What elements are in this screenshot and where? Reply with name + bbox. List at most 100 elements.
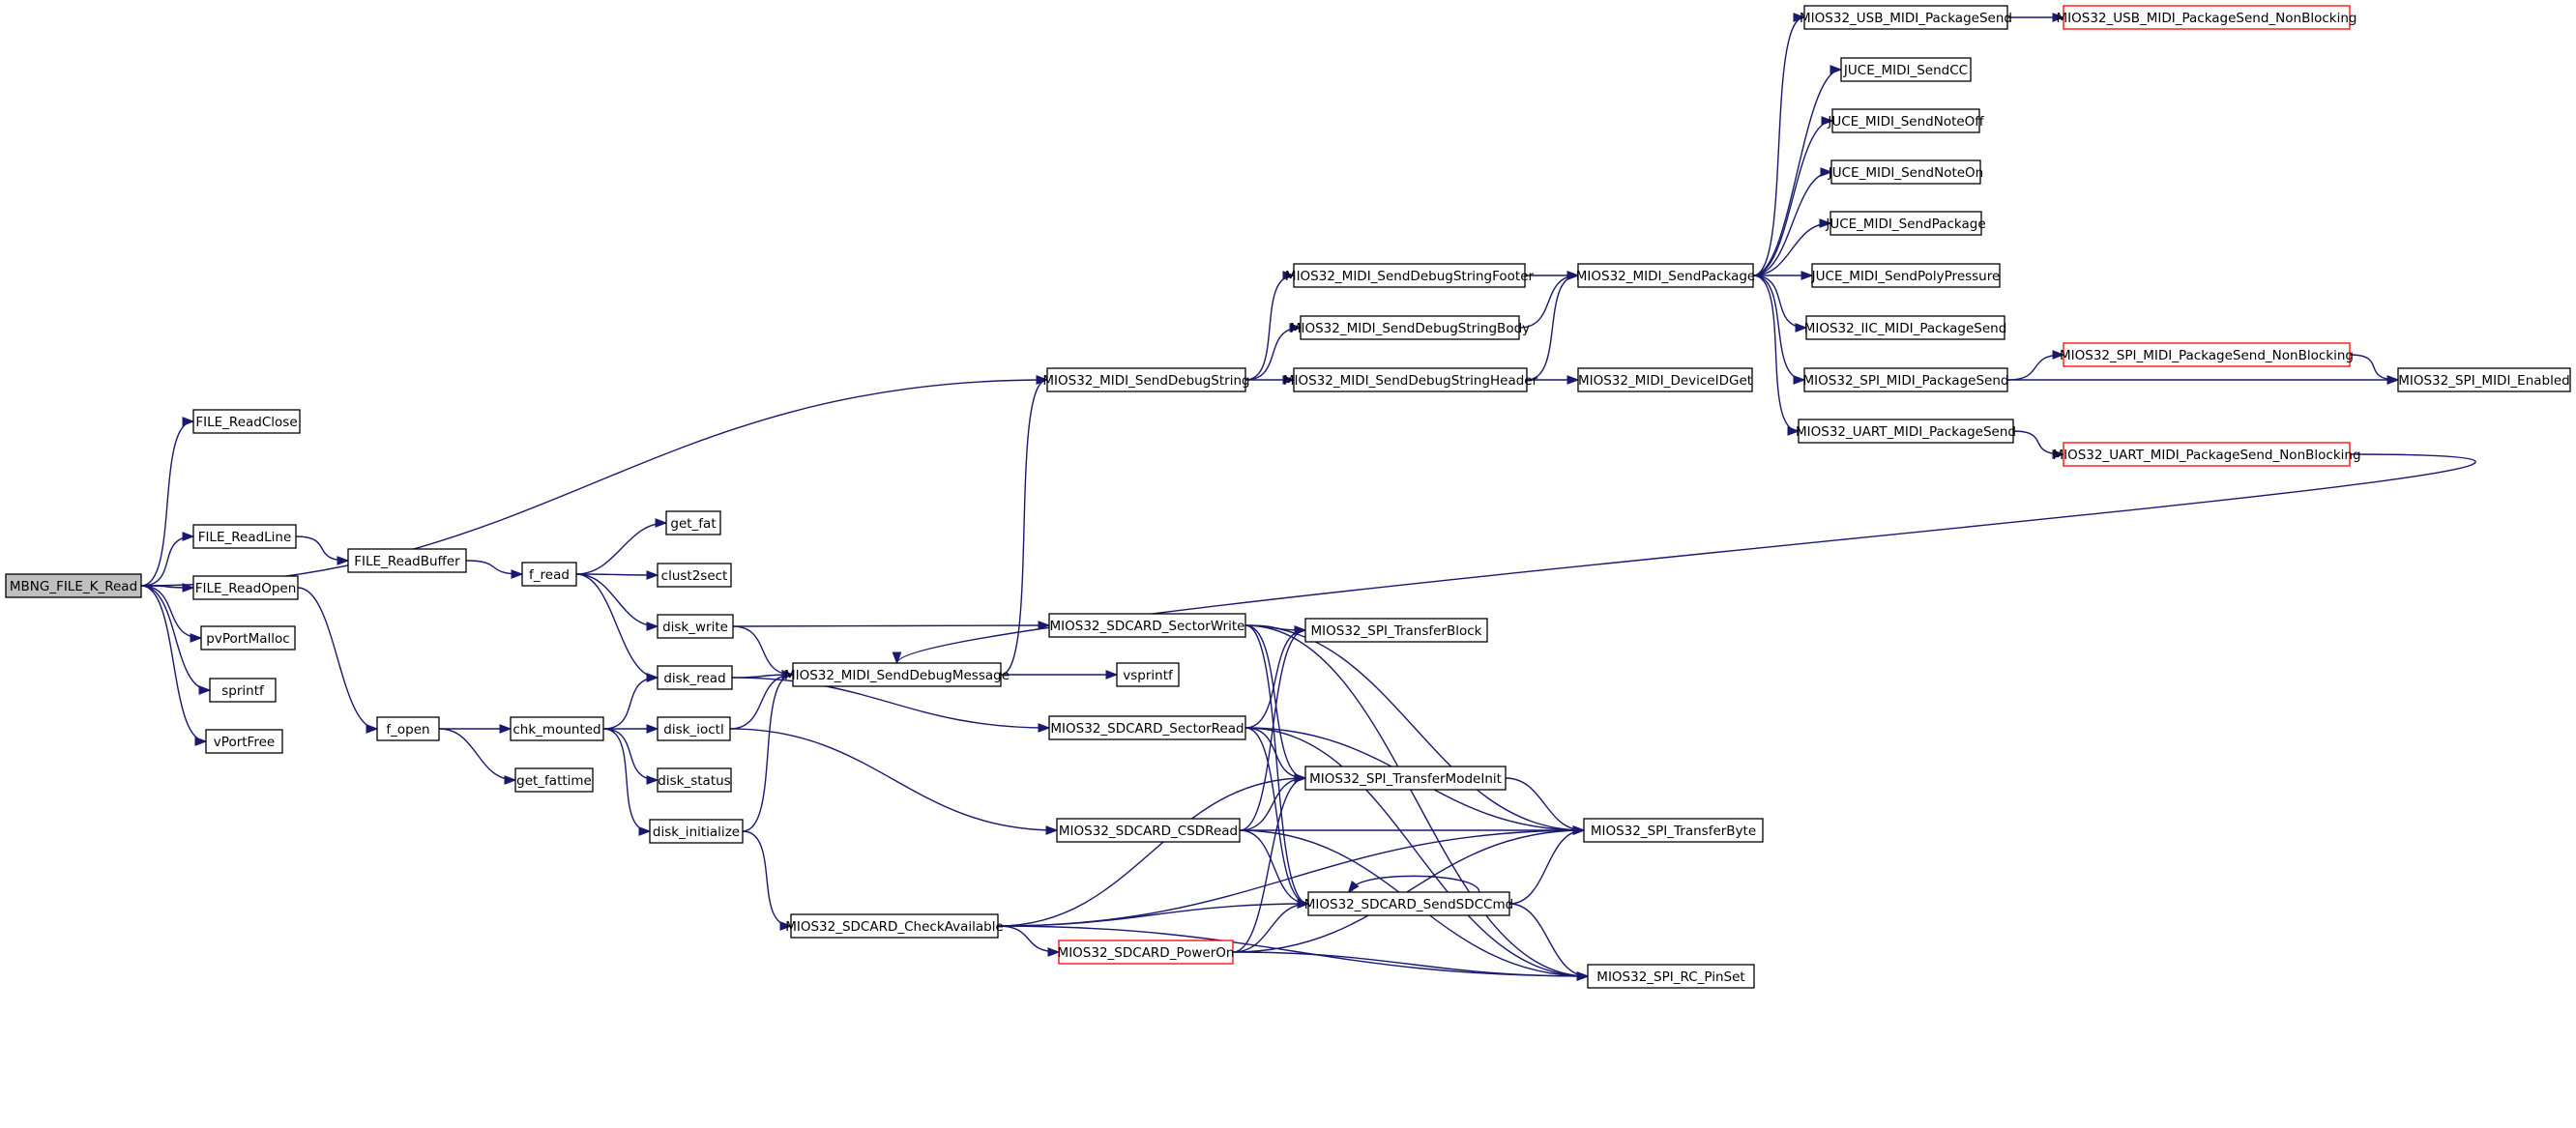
node-box [1048,613,1246,638]
node-readline[interactable]: FILE_ReadLine [192,524,297,549]
node-box [1058,940,1234,965]
node-header[interactable]: MIOS32_MIDI_SendDebugStringHeader [1283,367,1538,392]
node-box [657,716,731,741]
edge-diskwrite-to-sectorwrite [732,621,1051,630]
node-box [657,665,733,690]
node-label: MIOS32_SDCARD_CSDRead [1059,824,1238,839]
edge-chkmounted-to-diskstatus [602,728,659,785]
node-box [376,716,440,741]
node-fread[interactable]: f_read [521,562,577,587]
edge-spisend-to-spienabled [2007,375,2400,385]
node-label: JUCE_MIDI_SendPolyPressure [1811,269,2001,284]
node-label: f_open [386,722,429,738]
node-readclose[interactable]: FILE_ReadClose [192,409,301,434]
edge-header-to-sendpackage [1526,271,1580,381]
node-xfermode[interactable]: MIOS32_SPI_TransferModeInit [1304,766,1507,791]
node-diskstatus[interactable]: disk_status [657,767,732,793]
node-label: disk_initialize [653,824,740,840]
node-sectorread[interactable]: MIOS32_SDCARD_SectorRead [1048,715,1246,740]
node-clust2sect[interactable]: clust2sect [657,563,732,588]
node-poweron[interactable]: MIOS32_SDCARD_PowerOn [1058,940,1235,965]
node-iicsend[interactable]: MIOS32_IIC_MIDI_PackageSend [1804,315,2007,340]
node-diskioctl[interactable]: disk_ioctl [657,716,731,741]
node-jucecc[interactable]: JUCE_MIDI_SendCC [1840,57,1972,82]
node-box [192,524,297,549]
node-uartsendnb[interactable]: MIOS32_UART_MIDI_PackageSend_NonBlocking [2052,442,2361,467]
node-checkavail[interactable]: MIOS32_SDCARD_CheckAvailable [785,913,1004,939]
node-box [2397,367,2571,392]
node-jucepoly[interactable]: JUCE_MIDI_SendPolyPressure [1811,263,2001,288]
node-sendsdcmd[interactable]: MIOS32_SDCARD_SendSDCCmd [1304,891,1513,916]
node-xferbyte[interactable]: MIOS32_SPI_TransferByte [1583,818,1764,843]
edge-root-to-readopen [140,583,195,593]
node-box [1577,367,1753,392]
node-label: disk_ioctl [663,722,723,738]
node-spisend[interactable]: MIOS32_SPI_MIDI_PackageSend [1803,367,2009,392]
edge-root-to-vportfree [140,585,208,746]
node-label: MIOS32_SDCARD_CheckAvailable [785,919,1004,935]
edge-csdread-to-xferbyte [1240,825,1586,835]
node-jucepkg[interactable]: JUCE_MIDI_SendPackage [1825,211,1986,236]
node-label: disk_read [663,671,725,686]
node-spienabled[interactable]: MIOS32_SPI_MIDI_Enabled [2397,367,2571,392]
node-pvport[interactable]: pvPortMalloc [200,625,296,651]
edge-diskinit-to-senddebugmsg [742,670,795,832]
node-root[interactable]: MBNG_FILE_K_Read [5,573,142,598]
node-uartsend[interactable]: MIOS32_UART_MIDI_PackageSend [1796,419,2016,444]
node-label: FILE_ReadLine [198,530,292,545]
node-getfat[interactable]: get_fat [665,510,721,535]
node-box [1831,108,1980,133]
edge-readopen-to-fopen [297,587,379,734]
node-label: MIOS32_MIDI_SendDebugStringFooter [1285,269,1535,284]
node-csdread[interactable]: MIOS32_SDCARD_CSDRead [1056,818,1241,843]
node-fopen[interactable]: f_open [376,716,440,741]
node-diskread[interactable]: disk_read [657,665,733,690]
node-juceon[interactable]: JUCE_MIDI_SendNoteOn [1828,159,1983,185]
node-xferblock[interactable]: MIOS32_SPI_TransferBlock [1304,618,1488,643]
node-box [1293,367,1528,392]
edge-root-to-readline [140,532,195,587]
node-label: MIOS32_USB_MIDI_PackageSend_NonBlocking [2057,11,2357,26]
node-body[interactable]: MIOS32_MIDI_SendDebugStringBody [1290,315,1530,340]
node-box [1577,263,1754,288]
node-sendpackage[interactable]: MIOS32_MIDI_SendPackage [1576,263,1755,288]
node-label: disk_write [662,620,728,635]
node-chkmounted[interactable]: chk_mounted [510,716,604,741]
node-label: MIOS32_SDCARD_SectorWrite [1050,619,1245,634]
node-usbsend[interactable]: MIOS32_USB_MIDI_PackageSend [1800,5,2012,30]
node-label: JUCE_MIDI_SendPackage [1825,217,1985,232]
node-label: MIOS32_MIDI_DeviceIDGet [1578,373,1752,389]
node-box [5,573,142,598]
node-label: FILE_ReadBuffer [354,554,460,569]
node-diskinit[interactable]: disk_initialize [649,819,744,844]
node-diskwrite[interactable]: disk_write [657,614,734,639]
edge-sendpackage-to-jucepoly [1753,271,1814,280]
node-sectorwrite[interactable]: MIOS32_SDCARD_SectorWrite [1048,613,1246,638]
edge-sectorread-to-rcpinset [1244,727,1590,981]
node-label: MIOS32_SPI_MIDI_Enabled [2398,373,2570,389]
node-sprintf[interactable]: sprintf [209,678,277,703]
node-usbsendnb[interactable]: MIOS32_USB_MIDI_PackageSend_NonBlocking [2057,5,2357,30]
node-spisendnb[interactable]: MIOS32_SPI_MIDI_PackageSend_NonBlocking [2060,342,2354,367]
node-rcpinset[interactable]: MIOS32_SPI_RC_PinSet [1587,964,1755,989]
edge-sendpackage-to-jucepkg [1752,218,1832,276]
node-footer[interactable]: MIOS32_MIDI_SendDebugStringFooter [1285,263,1535,288]
node-vportfree[interactable]: vPortFree [205,729,283,754]
node-box [1811,263,2001,288]
node-label: MIOS32_MIDI_SendDebugMessage [784,668,1010,683]
node-label: FILE_ReadClose [195,415,297,430]
node-label: MBNG_FILE_K_Read [10,579,137,594]
edge-sectorwrite-to-xfermode [1244,624,1307,783]
node-deviceid[interactable]: MIOS32_MIDI_DeviceIDGet [1577,367,1753,392]
node-senddebugstr[interactable]: MIOS32_MIDI_SendDebugString [1042,367,1250,392]
node-readbuffer[interactable]: FILE_ReadBuffer [347,548,467,573]
node-box [1830,159,1981,185]
node-vsprintf[interactable]: vsprintf [1116,662,1180,687]
node-juceoff[interactable]: JUCE_MIDI_SendNoteOff [1827,108,1984,133]
node-getfattime[interactable]: get_fattime [514,767,594,793]
node-label: sprintf [221,683,265,699]
edge-fopen-to-chkmounted [439,724,512,734]
node-senddebugmsg[interactable]: MIOS32_MIDI_SendDebugMessage [784,662,1010,687]
node-readopen[interactable]: FILE_ReadOpen [192,575,299,600]
node-label: MIOS32_UART_MIDI_PackageSend_NonBlocking [2052,448,2360,463]
